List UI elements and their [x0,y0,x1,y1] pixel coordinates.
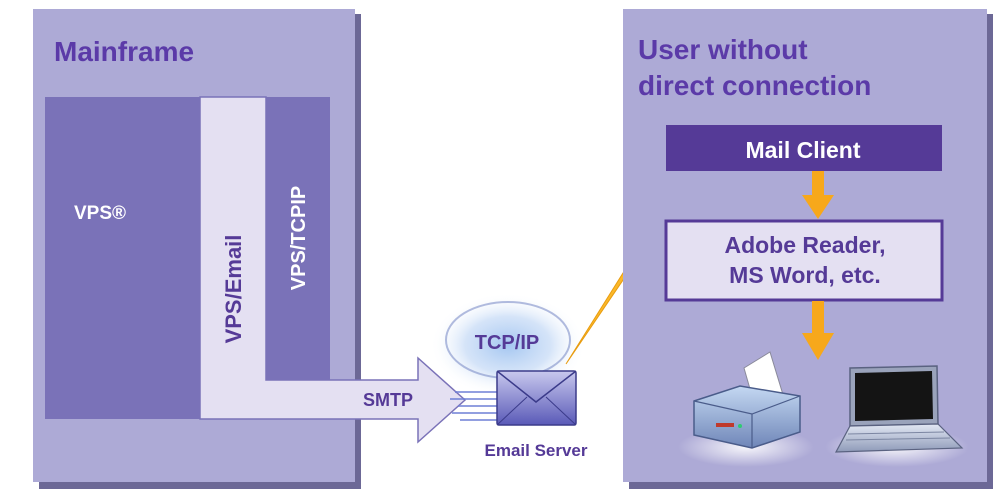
speed-lines [450,391,500,421]
vps-label: VPS® [74,203,126,224]
reader-box [664,219,944,302]
vps-tcpip-box [266,97,330,380]
mainframe-title: Mainframe [54,36,194,67]
down-arrow-2 [802,301,834,360]
smtp-label: SMTP [363,390,413,410]
printer-icon [693,351,801,449]
user-panel: User without direct connection Mail Clie… [623,9,993,489]
mail-client-label: Mail Client [745,137,860,163]
email-server: TCP/IP Email Server [430,293,588,460]
laptop-icon [834,365,964,453]
envelope-icon [496,370,577,426]
user-title-line2: direct connection [638,70,871,101]
email-server-caption: Email Server [484,441,587,460]
user-title-line1: User without [638,34,808,65]
vps-email-label: VPS/Email [221,235,246,344]
smtp-arrow [199,96,467,444]
reader-line2: MS Word, etc. [729,262,881,288]
mainframe-panel: Mainframe VPS® VPS/TCPIP VPS/Email SMTP [33,9,467,489]
reader-line1: Adobe Reader, [724,232,885,258]
vps-box [45,97,200,419]
mail-client-box [666,125,942,171]
down-arrow-1 [802,171,834,219]
vps-tcpip-label: VPS/TCPIP [288,186,310,290]
tcpip-label: TCP/IP [475,332,539,354]
